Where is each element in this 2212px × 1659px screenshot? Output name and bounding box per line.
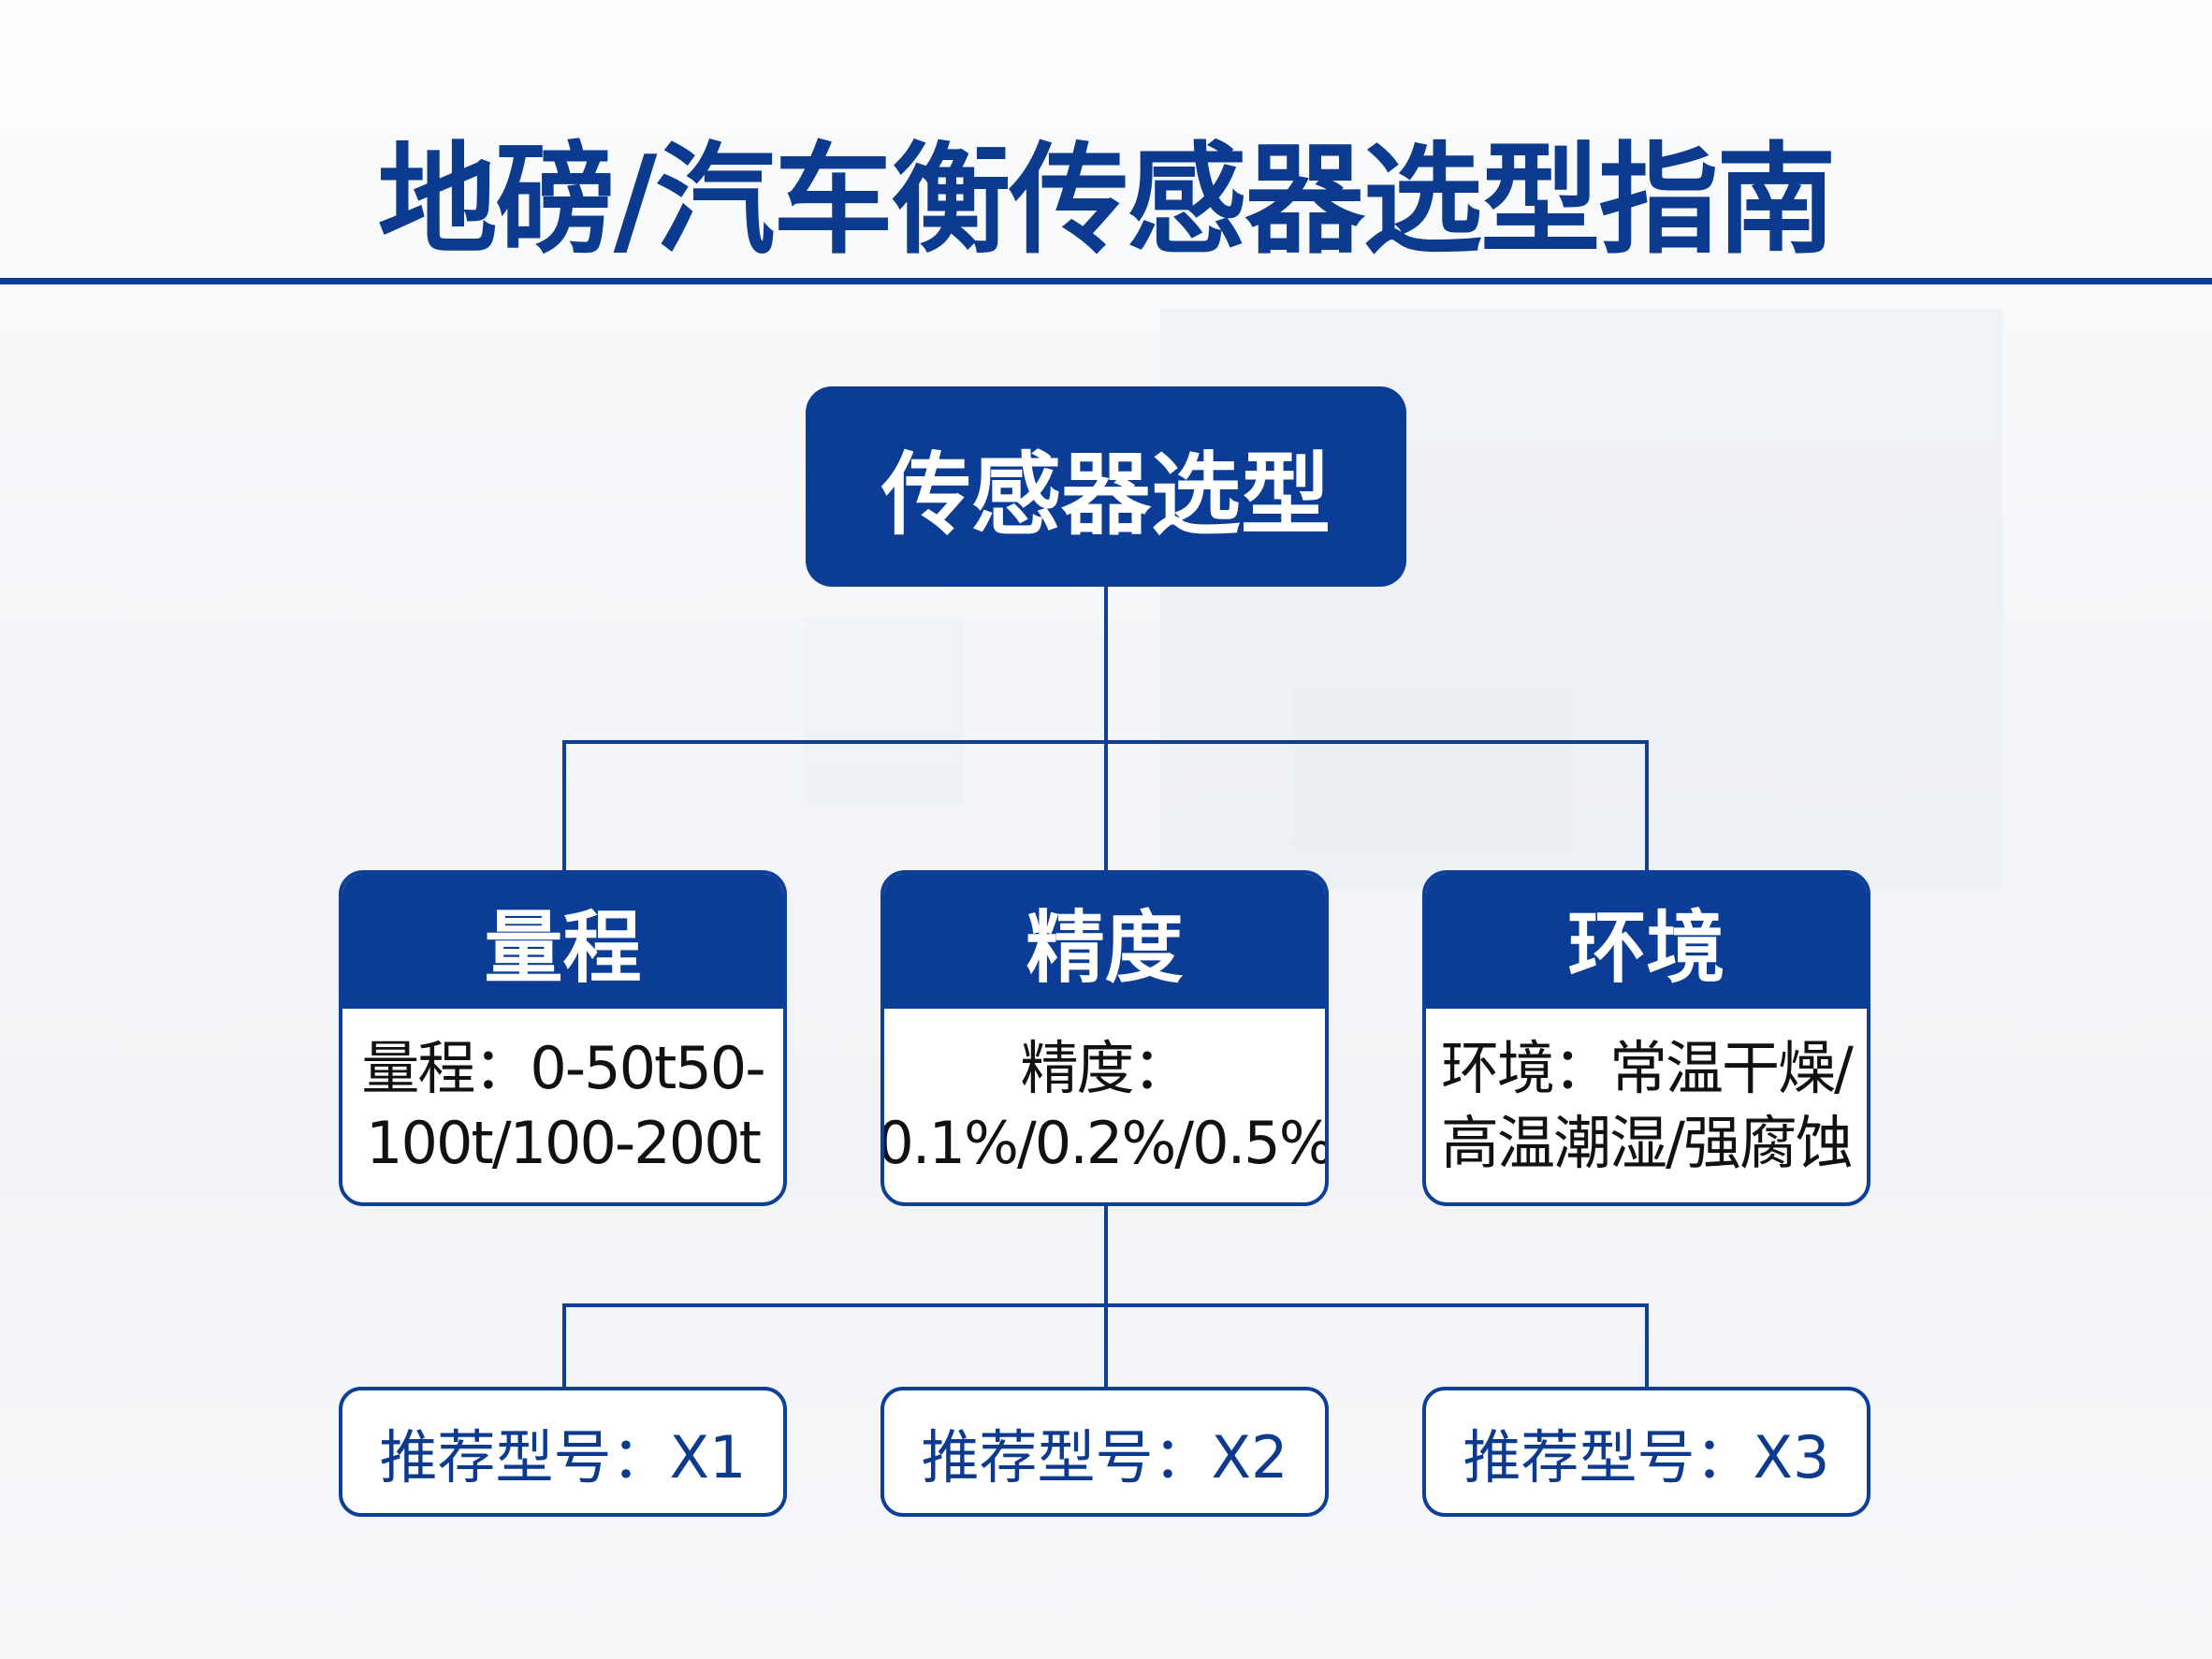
branch-body: 精度：0.1%/0.2%/0.5%	[880, 1033, 1329, 1177]
connector-horizontal-bottom	[562, 1303, 1649, 1307]
background-truck	[1291, 683, 1572, 851]
connector-horizontal-top	[562, 740, 1649, 744]
branch-header: 量程	[342, 874, 783, 1009]
recommendation-x3: 推荐型号：X3	[1422, 1387, 1870, 1517]
root-node: 传感器选型	[806, 386, 1406, 587]
branch-card-range: 量程 量程：0-50t50-100t/100-200t	[339, 870, 787, 1206]
recommendation-x2: 推荐型号：X2	[880, 1387, 1329, 1517]
title-divider	[0, 278, 2212, 284]
connector-bottom-right	[1645, 1303, 1649, 1387]
background-window	[805, 618, 964, 805]
branch-card-environment: 环境 环境：常温干燥/高温潮湿/强腐蚀	[1422, 870, 1870, 1206]
connector-bottom-left	[562, 1303, 566, 1387]
branch-body: 环境：常温干燥/高温潮湿/强腐蚀	[1441, 1033, 1854, 1177]
branch-card-accuracy: 精度 精度：0.1%/0.2%/0.5%	[880, 870, 1329, 1206]
branch-body: 量程：0-50t50-100t/100-200t	[361, 1033, 765, 1177]
connector-middle-down	[1104, 1206, 1108, 1387]
page-title: 地磅/汽车衡传感器选型指南	[377, 131, 1837, 270]
recommendation-x1: 推荐型号：X1	[339, 1387, 787, 1517]
branch-header: 环境	[1426, 874, 1867, 1009]
connector-root-down	[1104, 587, 1108, 870]
connector-right-down	[1645, 740, 1649, 870]
connector-left-down	[562, 740, 566, 870]
branch-header: 精度	[884, 874, 1325, 1009]
